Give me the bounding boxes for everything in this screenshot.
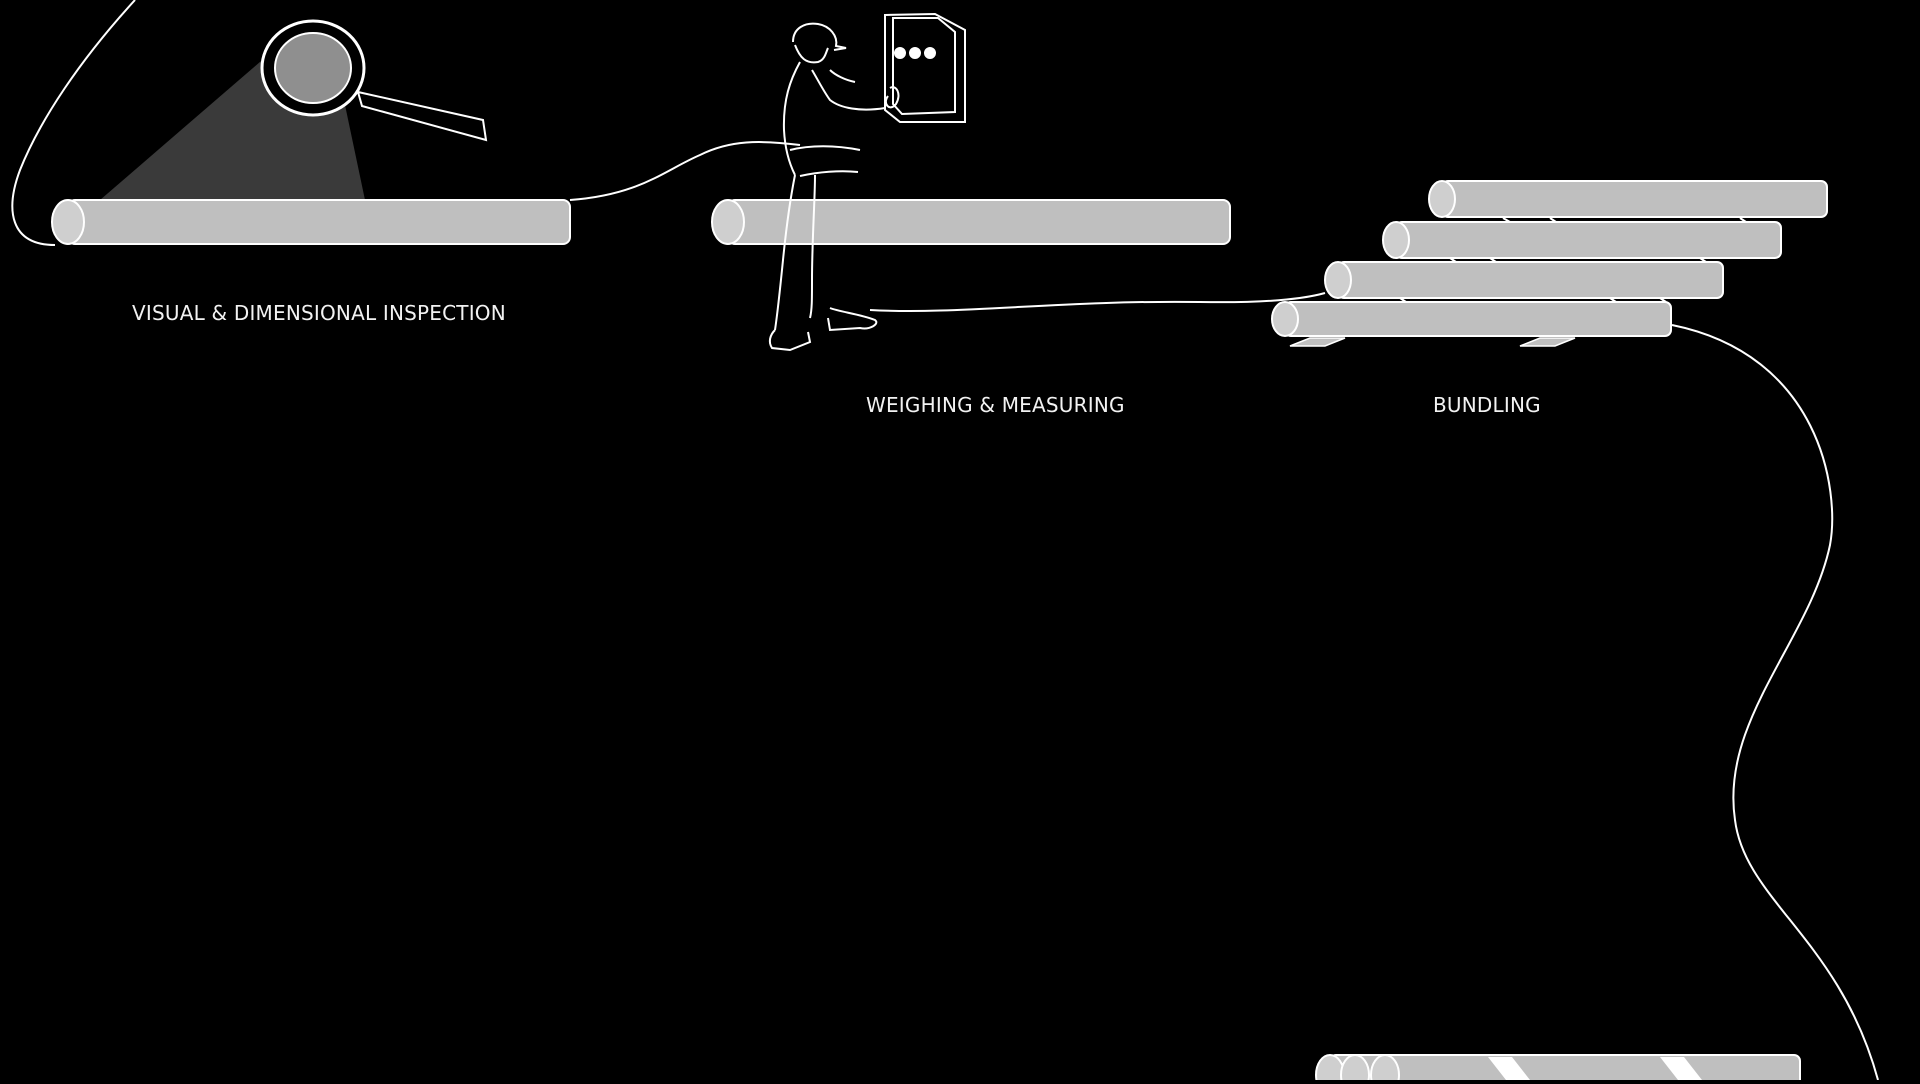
bottom-pipe-bundle bbox=[1315, 1054, 1801, 1084]
inspection-pipe bbox=[51, 199, 571, 245]
tablet-icon bbox=[884, 12, 966, 123]
inspection-stage-label: VISUAL & DIMENSIONAL INSPECTION bbox=[132, 301, 506, 325]
flow-line bbox=[11, 0, 1879, 1081]
weighing-stage-label: WEIGHING & MEASURING bbox=[866, 393, 1125, 417]
bundling-stage-label: BUNDLING bbox=[1433, 393, 1541, 417]
weighing-pipe bbox=[711, 199, 1231, 245]
worker-icon bbox=[768, 22, 886, 352]
magnifier-icon bbox=[260, 19, 488, 142]
pipe-bundle-icon bbox=[1271, 180, 1828, 347]
